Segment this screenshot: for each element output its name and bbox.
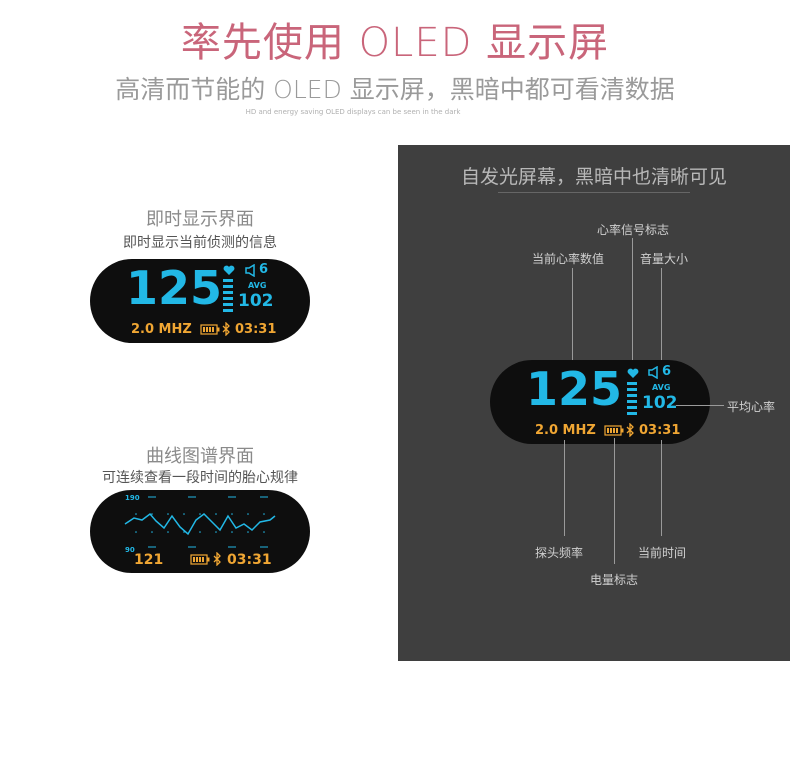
curve-y-max: 190 xyxy=(125,494,140,502)
curve-section-subtitle: 可连续查看一段时间的胎心规律 xyxy=(102,470,298,486)
bluetooth-icon xyxy=(626,423,634,437)
line-current-hr xyxy=(572,268,573,362)
label-avg-hr: 平均心率 xyxy=(727,400,776,414)
avg-label: AVG xyxy=(652,383,671,392)
line-battery xyxy=(614,438,615,564)
realtime-section-title: 即时显示界面 xyxy=(146,209,254,230)
dark-panel-title: 自发光屏幕，黑暗中也清晰可见 xyxy=(460,166,727,188)
line-volume xyxy=(661,268,662,364)
time-value: 03:31 xyxy=(235,322,277,337)
frequency-value: 2.0 MHZ xyxy=(535,423,596,438)
signal-bars-icon xyxy=(223,279,233,312)
fetal-heart-curve xyxy=(124,496,276,548)
time-value: 03:31 xyxy=(639,423,681,438)
realtime-section-subtitle: 即时显示当前侦测的信息 xyxy=(123,235,277,251)
page-subtitle: 高清而节能的 OLED 显示屏，黑暗中都可看清数据 xyxy=(115,75,675,104)
heart-rate-value: 125 xyxy=(526,362,623,416)
avg-value: 102 xyxy=(642,393,678,413)
heart-icon xyxy=(627,368,639,378)
heart-icon xyxy=(223,265,235,275)
bluetooth-icon xyxy=(213,552,221,566)
avg-value: 102 xyxy=(238,291,274,311)
curve-section-title: 曲线图谱界面 xyxy=(146,446,254,467)
curve-y-min: 90 xyxy=(125,546,135,554)
label-heart-signal: 心率信号标志 xyxy=(597,223,670,237)
bluetooth-icon xyxy=(222,322,230,336)
oled-screen-annotated: 125 6 AVG 102 2.0 MHZ 03:31 xyxy=(490,360,710,444)
page-title: 率先使用 OLED 显示屏 xyxy=(180,20,610,66)
speaker-icon xyxy=(245,264,255,277)
line-current-time xyxy=(661,440,662,536)
page-tagline: HD and energy saving OLED displays can b… xyxy=(245,108,461,116)
label-current-hr: 当前心率数值 xyxy=(532,252,605,266)
battery-icon xyxy=(190,554,210,565)
dark-panel-divider xyxy=(498,192,690,193)
battery-icon xyxy=(200,324,220,335)
label-volume: 音量大小 xyxy=(640,252,689,266)
avg-label: AVG xyxy=(248,281,267,290)
volume-value: 6 xyxy=(662,364,672,379)
curve-heart-rate: 121 xyxy=(134,552,164,568)
label-current-time: 当前时间 xyxy=(638,546,687,560)
line-avg-hr xyxy=(676,405,724,406)
label-battery: 电量标志 xyxy=(590,573,639,587)
oled-screen-curve: 190 90 121 03:31 xyxy=(90,490,310,573)
signal-bars-icon xyxy=(627,382,637,415)
curve-time: 03:31 xyxy=(227,552,272,568)
battery-icon xyxy=(604,425,624,436)
line-probe-freq xyxy=(564,440,565,536)
speaker-icon xyxy=(648,366,658,379)
oled-screen-realtime: 125 6 AVG 102 2.0 MHZ 03:31 xyxy=(90,259,310,343)
heart-rate-value: 125 xyxy=(126,261,223,315)
label-probe-freq: 探头频率 xyxy=(535,546,584,560)
volume-value: 6 xyxy=(259,262,269,277)
line-heart-signal xyxy=(632,238,633,366)
frequency-value: 2.0 MHZ xyxy=(131,322,192,337)
